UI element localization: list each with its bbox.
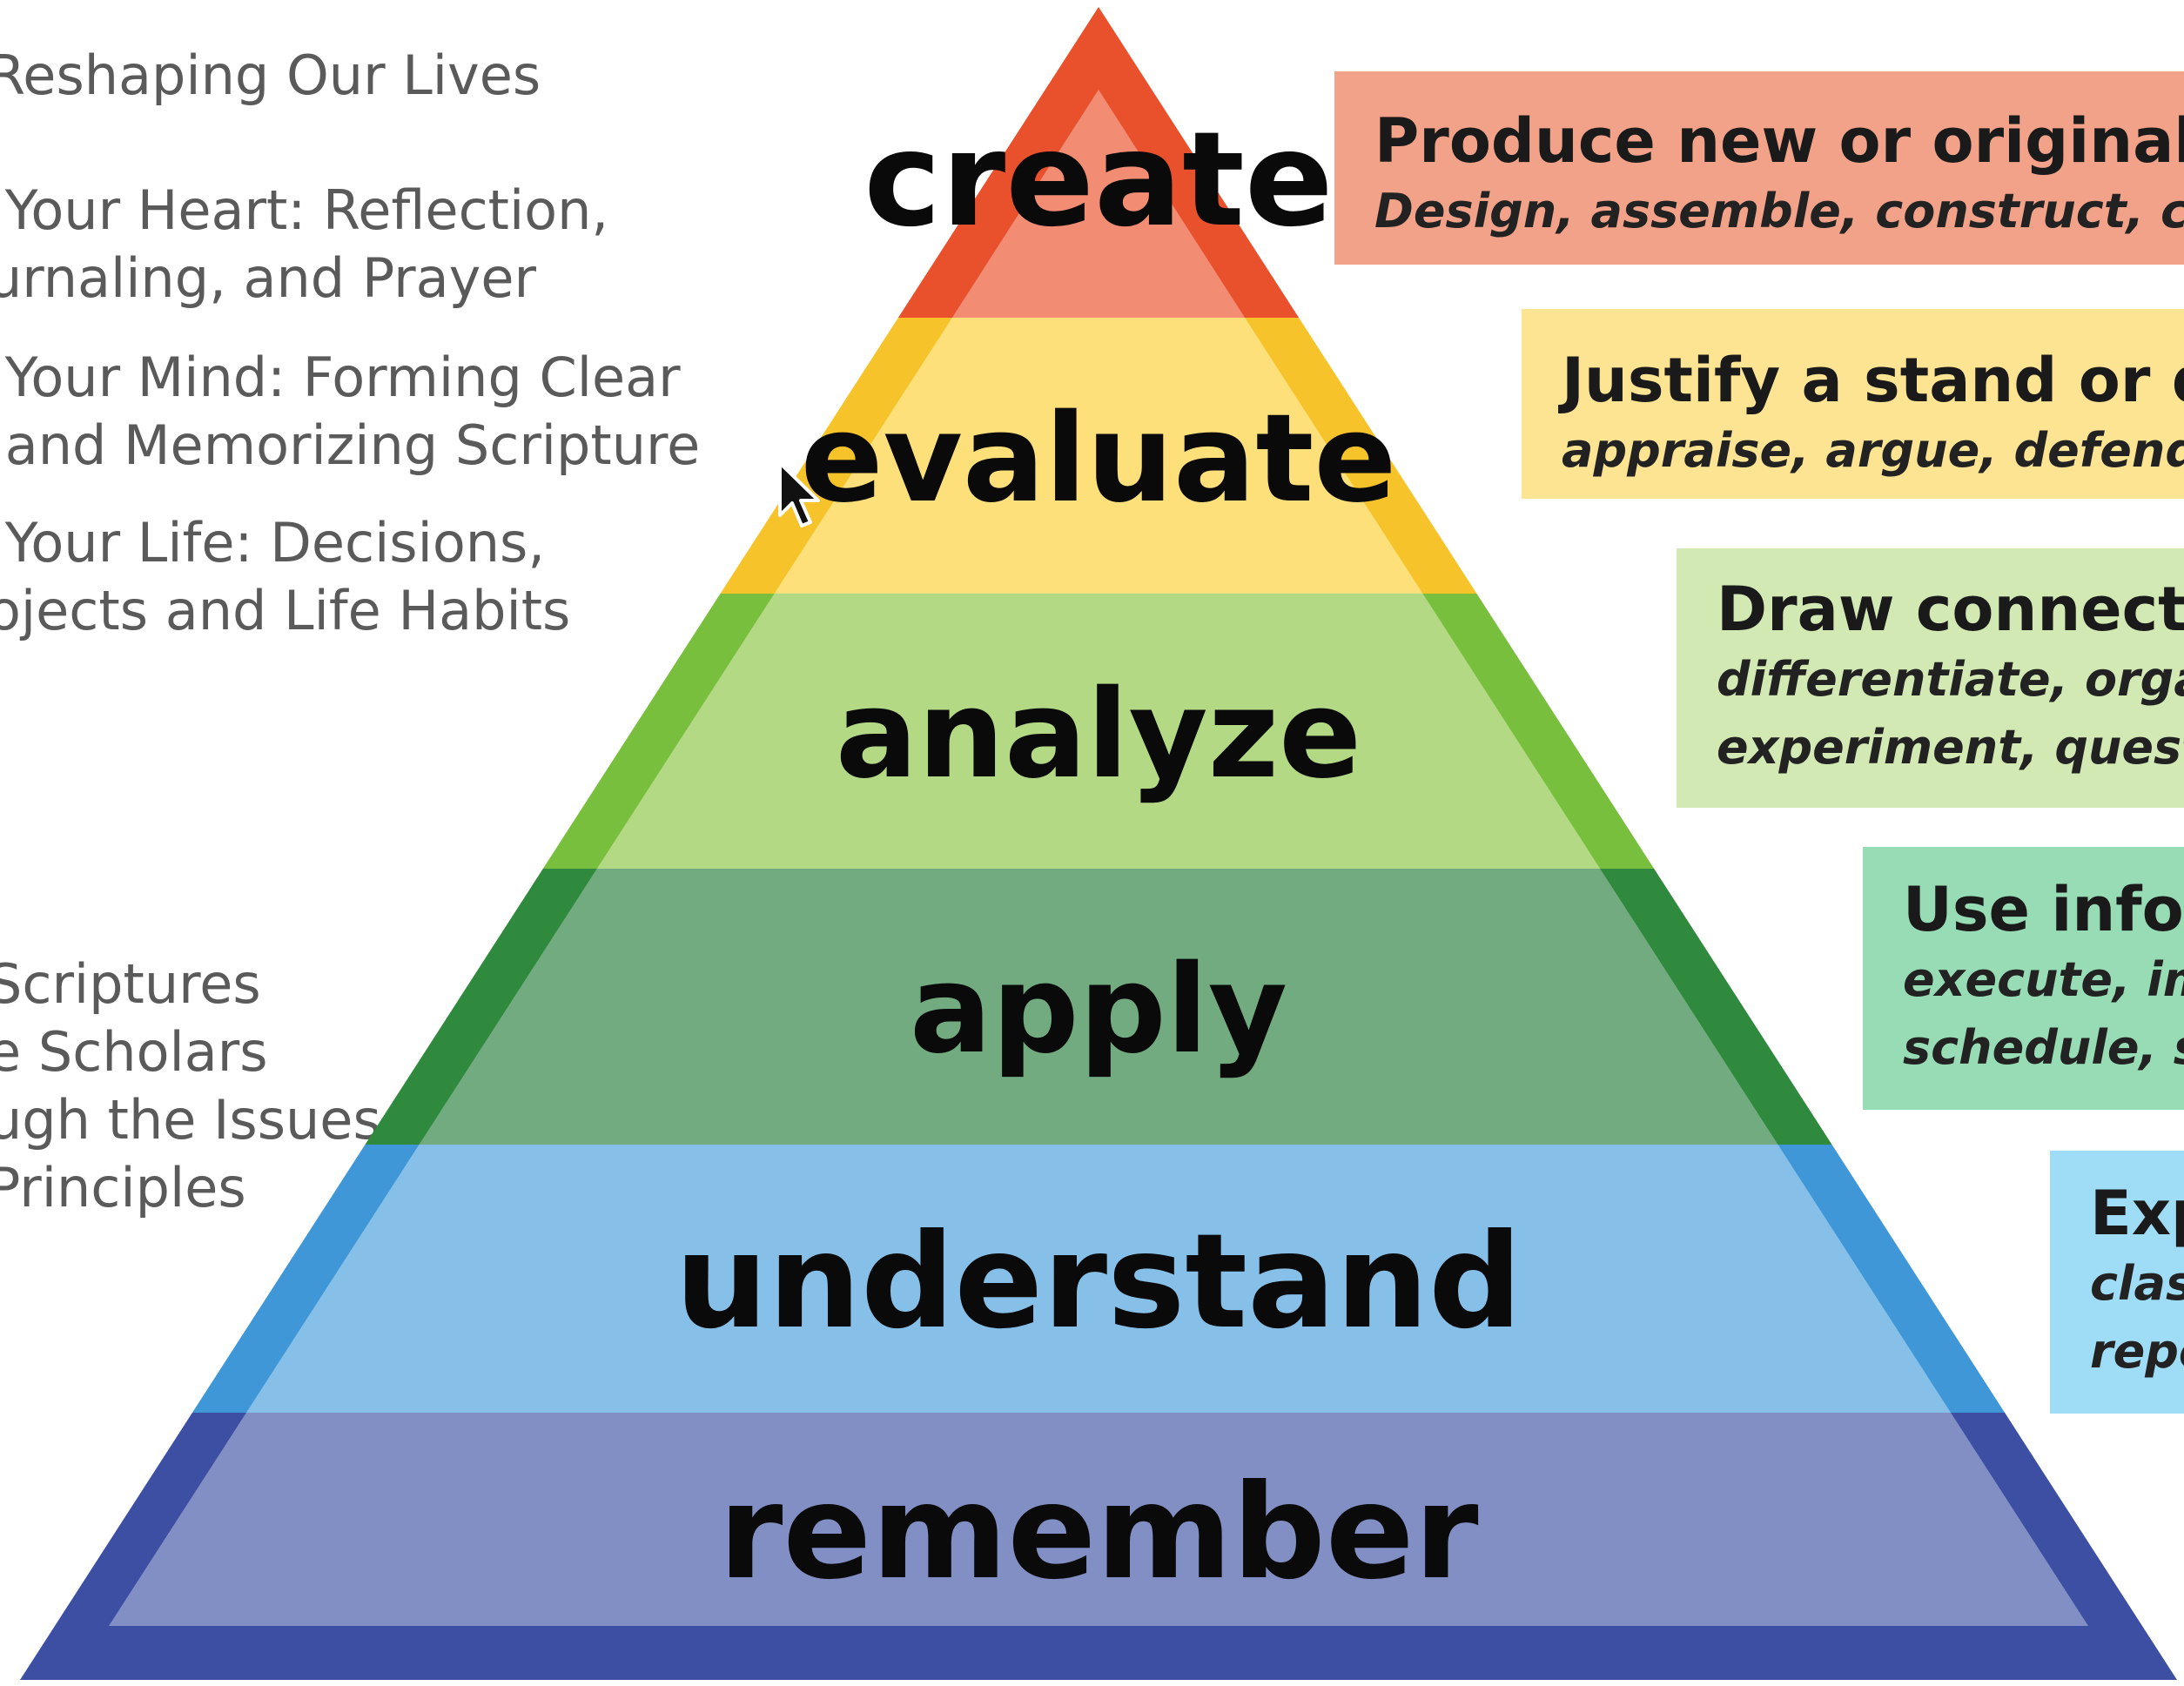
background-line: and Memorizing Scripture (0, 413, 701, 477)
description-heading: Use infor (1903, 874, 2184, 945)
pyramid-tier-analyze (596, 594, 1601, 869)
description-heading: Draw connectio (1717, 574, 2184, 645)
tier-label-apply: apply (910, 939, 1287, 1081)
tier-label-evaluate: evaluate (801, 388, 1397, 530)
pyramid-tier-evaluate (774, 318, 1423, 594)
background-document-text: Reshaping Our Lives Your Heart: Reflecti… (0, 0, 700, 1219)
background-line: ojects and Life Habits (0, 579, 571, 642)
description-box: Justify a stand or de appraise, argue, de… (1522, 309, 2184, 499)
description-verbs: differentiate, organ (1717, 652, 2184, 707)
pyramid-tier-understand (245, 1145, 1952, 1413)
tier-label-analyze: analyze (836, 664, 1361, 806)
background-line: e Scholars (0, 1020, 268, 1084)
pyramid-tier-apply (419, 869, 1778, 1145)
description-verbs: appraise, argue, defend, j (1562, 423, 2184, 478)
background-line: Reshaping Our Lives (0, 44, 541, 107)
description-heading: Exp (2090, 1178, 2184, 1249)
background-line: urnaling, and Prayer (0, 246, 536, 310)
description-verbs: schedule, sk (1903, 1020, 2184, 1075)
description-verbs: experiment, questio (1717, 720, 2184, 775)
background-line: Scriptures (0, 952, 261, 1016)
description-verbs: Design, assemble, construct, conj (1374, 184, 2184, 238)
tier-label-understand: understand (675, 1206, 1522, 1358)
description-heading: Produce new or original wo (1374, 105, 2184, 177)
pyramid-tier-remember (108, 1413, 2089, 1626)
description-heading: Justify a stand or de (1562, 345, 2184, 416)
background-line: Your Life: Decisions, (0, 511, 546, 574)
mouse-cursor-icon (778, 461, 820, 527)
tier-label-create: create (864, 104, 1333, 256)
background-line: ugh the Issues (0, 1088, 381, 1152)
description-box: Exp clas repo (2050, 1151, 2184, 1414)
description-verbs: clas (2090, 1256, 2184, 1311)
description-box: Produce new or original wo Design, assemb… (1334, 71, 2184, 265)
tier-label-remember: remember (718, 1457, 1478, 1609)
description-verbs: execute, im (1903, 952, 2184, 1007)
background-line: Your Mind: Forming Clear (0, 346, 681, 409)
description-box: Draw connectio differentiate, organ experi… (1677, 548, 2184, 808)
description-box: Use infor execute, im schedule, sk (1863, 847, 2184, 1110)
background-line: Principles (0, 1156, 246, 1219)
description-verbs: repo (2090, 1324, 2184, 1379)
pyramid-tier-create (951, 90, 1246, 318)
background-line: Your Heart: Reflection, (0, 178, 609, 242)
